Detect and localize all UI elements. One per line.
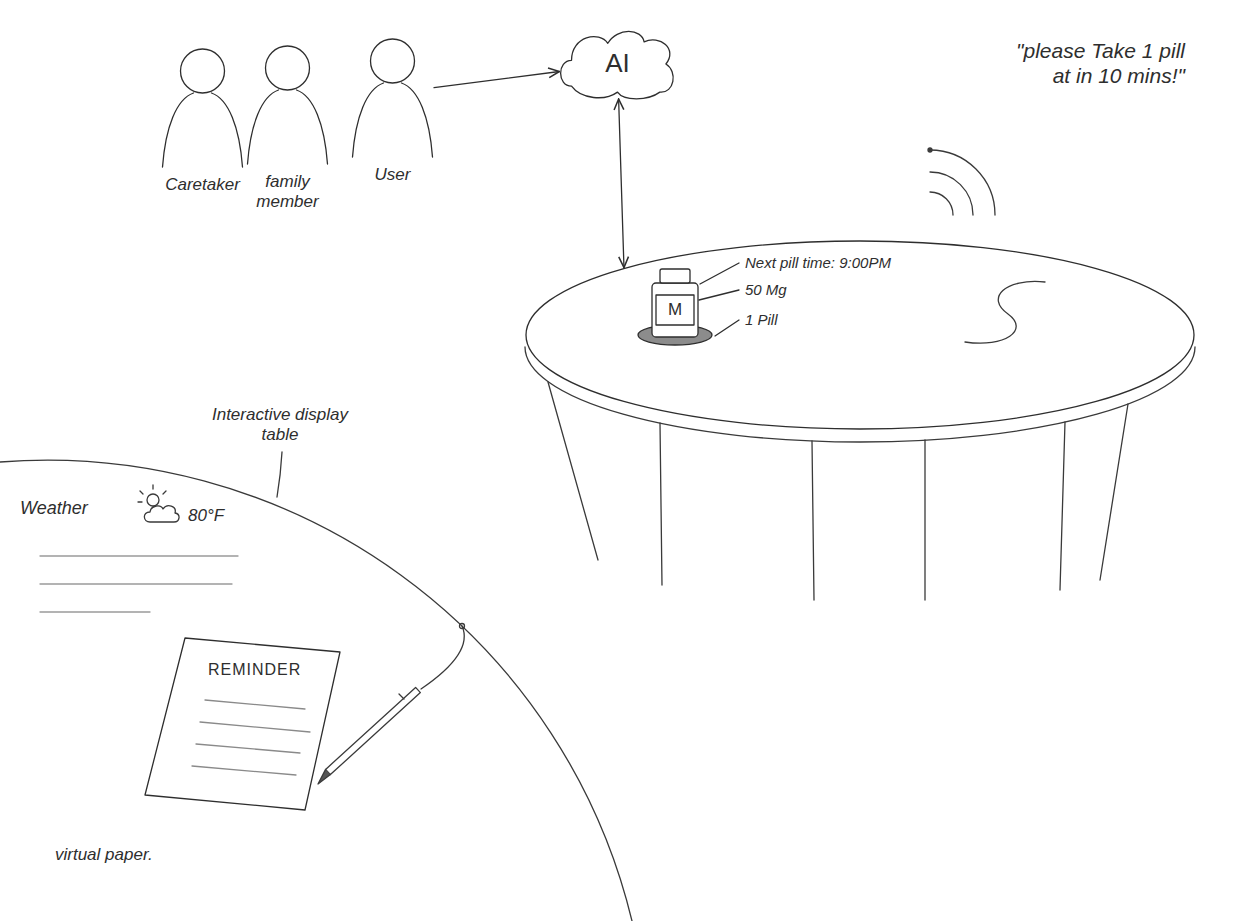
sun-rays (138, 485, 166, 502)
table-rim (525, 347, 1195, 442)
callout-text: 1 Pill (745, 311, 778, 329)
person-figure: family member (245, 42, 330, 215)
person-label: Caretaker (165, 175, 240, 195)
callout-text: Next pill time: 9:00PM (745, 254, 891, 272)
pencil-strokes (0, 148, 1195, 921)
paper-sheet (145, 638, 340, 810)
paper-lines (192, 700, 310, 775)
table-top (526, 241, 1194, 429)
table-caption: Interactive display table (195, 405, 365, 446)
temperature-value: 80°F (188, 506, 224, 526)
table-leg (660, 423, 662, 585)
table-leg (1100, 404, 1128, 580)
person-body (163, 93, 243, 167)
person-figure: User (350, 35, 435, 188)
cloud-outline (561, 31, 674, 98)
table-leg (1060, 422, 1065, 590)
pen-tether (421, 626, 464, 689)
sound-wave (930, 172, 973, 215)
table-leg (924, 440, 925, 600)
display-table: Next pill time: 9:00PM 50 Mg 1 Pill M (525, 240, 1195, 430)
placeholder-line (40, 611, 150, 612)
placeholder-line (40, 583, 232, 584)
connector-arrow (619, 99, 624, 268)
person-head (181, 49, 225, 93)
pen-band (399, 694, 404, 699)
table-leg (812, 441, 814, 600)
paper-text: virtual paper. (55, 845, 153, 865)
person-head (371, 39, 415, 83)
cloud-label: AI (605, 48, 630, 79)
table-groove (965, 281, 1045, 343)
ai-cloud: AI (555, 25, 680, 103)
pill-bottle: M (636, 265, 714, 347)
weather-sun (147, 494, 159, 506)
sound-wave (930, 192, 953, 215)
pen-tip (318, 769, 330, 784)
paper-text: REMINDER (208, 660, 301, 679)
weather-cloud (144, 506, 179, 522)
person-label: family member (252, 172, 324, 213)
leader-line (277, 452, 282, 497)
person-body (248, 90, 328, 164)
table-leg (548, 382, 598, 560)
person-label: User (375, 165, 411, 185)
bottle-letter: M (668, 300, 682, 320)
sound-dot (928, 148, 932, 152)
placeholder-line (40, 555, 238, 556)
bottle-label (656, 295, 694, 325)
person-figure: Caretaker (155, 45, 250, 198)
person-body (353, 83, 433, 157)
tether-anchor (460, 624, 465, 629)
weather-label: Weather (20, 498, 88, 520)
bottle-body (652, 283, 698, 337)
connector-arrow (434, 71, 559, 87)
sound-wave (930, 150, 995, 215)
callout-text: 50 Mg (745, 281, 787, 299)
virtual-paper: REMINDER virtual paper. (50, 630, 350, 870)
leader-line (699, 263, 739, 336)
spoken-reminder: "please Take 1 pill at in 10 mins!" (1000, 38, 1185, 88)
virtual-paper-outline (50, 630, 350, 870)
bottle-cap (660, 269, 690, 283)
person-head (266, 46, 310, 90)
display-table-edge (0, 460, 632, 921)
pen-body (326, 687, 421, 774)
